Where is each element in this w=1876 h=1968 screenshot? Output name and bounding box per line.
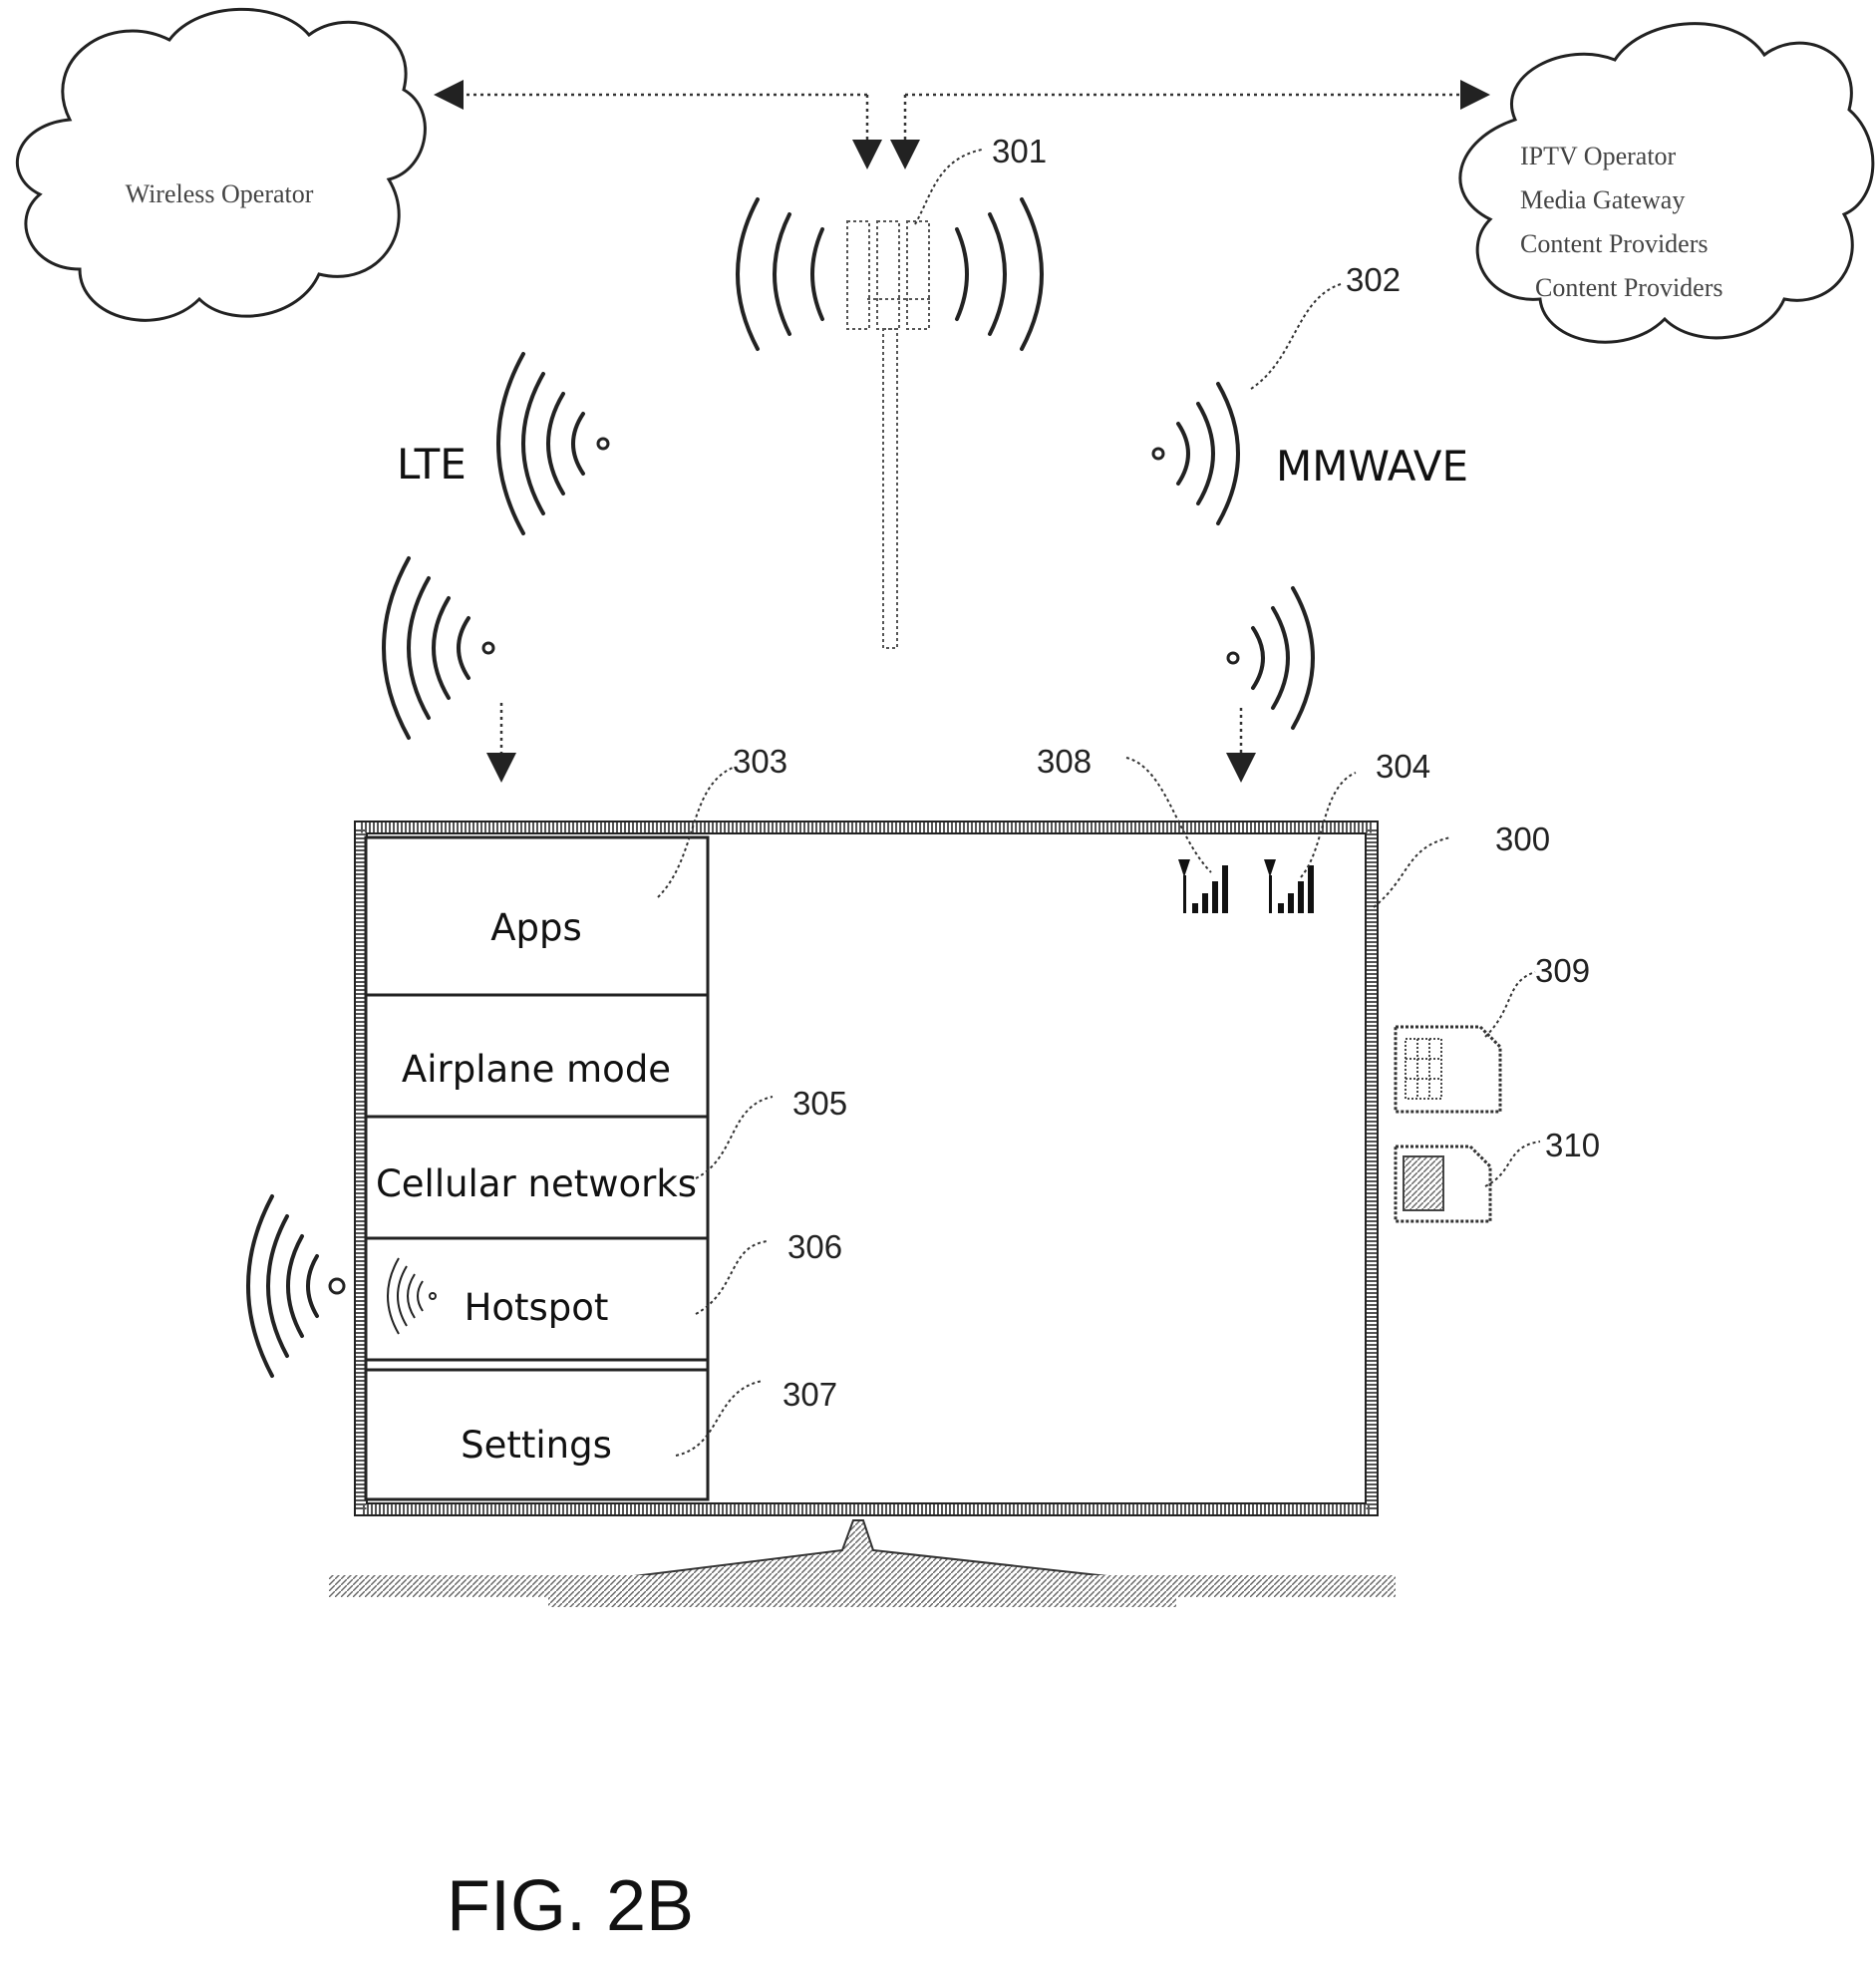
ref-303: 303 — [733, 743, 787, 780]
sim-card-icon — [1396, 1027, 1500, 1112]
wireless-signal-icon — [1153, 384, 1238, 523]
tower-cloud-connectors — [439, 95, 1485, 164]
ref-308: 308 — [1037, 743, 1092, 780]
menu-label-apps: Apps — [490, 906, 582, 949]
ref-306: 306 — [787, 1228, 842, 1265]
ref-307: 307 — [782, 1376, 837, 1413]
menu-label-settings: Settings — [461, 1424, 612, 1467]
ref-305: 305 — [792, 1085, 847, 1122]
lte-label: LTE — [397, 440, 467, 489]
ref-309: 309 — [1535, 952, 1590, 989]
tv-stand-icon — [329, 1520, 1396, 1607]
cloud-label-content-providers-2: Content Providers — [1535, 273, 1723, 302]
wireless-signal-icon — [498, 354, 608, 533]
menu-label-hotspot: Hotspot — [465, 1286, 609, 1329]
cloud-label-content-providers: Content Providers — [1520, 229, 1709, 258]
leader-308 — [1126, 758, 1211, 872]
ref-301: 301 — [992, 133, 1047, 169]
wireless-signal-icon — [1228, 588, 1313, 728]
menu-label-airplane-mode: Airplane mode — [402, 1048, 671, 1091]
menu-label-cellular-networks: Cellular networks — [376, 1162, 697, 1205]
tv-device: 300 308 304 Apps Airplane mode — [248, 743, 1550, 1607]
tower-signal-left — [738, 199, 822, 349]
signal-bars-icon — [1264, 859, 1314, 913]
cell-tower: 301 — [738, 133, 1047, 648]
mmwave-label: MMWAVE — [1276, 442, 1468, 491]
cloud-label-iptv-operator: IPTV Operator — [1520, 142, 1677, 170]
leader-301 — [915, 150, 982, 224]
cloud-label-media-gateway: Media Gateway — [1520, 185, 1685, 214]
wireless-operator-cloud: Wireless Operator — [17, 9, 425, 320]
wireless-signal-icon — [248, 1196, 344, 1376]
leader-302 — [1251, 284, 1341, 389]
ref-310: 310 — [1545, 1127, 1600, 1163]
sim-card-icon — [1396, 1147, 1490, 1221]
leader-300 — [1374, 837, 1450, 907]
tower-signal-right — [957, 199, 1042, 349]
leader-309 — [1485, 972, 1535, 1037]
figure-caption: FIG. 2B — [447, 1866, 694, 1946]
ref-300: 300 — [1495, 820, 1550, 857]
ref-302: 302 — [1346, 261, 1401, 298]
cloud-icon — [17, 9, 425, 320]
side-menu: Apps Airplane mode Cellular networks Hot… — [366, 837, 708, 1499]
iptv-operator-cloud: IPTV Operator Media Gateway Content Prov… — [1460, 24, 1873, 343]
leader-310 — [1485, 1142, 1540, 1186]
cloud-label-wireless-operator: Wireless Operator — [126, 179, 314, 208]
cell-tower-icon — [847, 221, 932, 648]
mmwave-link: MMWAVE 302 — [1153, 261, 1468, 778]
wireless-signal-icon — [384, 558, 493, 738]
lte-link: LTE — [384, 354, 608, 778]
sim-card-310: 310 — [1396, 1127, 1600, 1221]
ref-304: 304 — [1376, 748, 1430, 785]
sim-card-309: 309 — [1396, 952, 1590, 1112]
signal-bars-icon — [1178, 859, 1228, 913]
